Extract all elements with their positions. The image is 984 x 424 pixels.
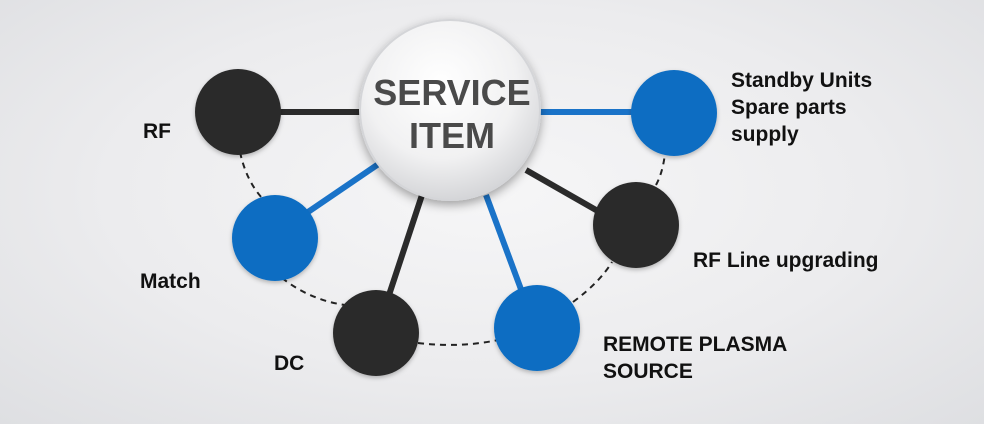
label-rf: RF: [143, 120, 171, 143]
dashed-connector-rf-match: [239, 151, 263, 199]
label-dc: DC: [274, 352, 305, 375]
center-title-line1: SERVICE: [373, 72, 530, 113]
dashed-connector-dc-remote: [417, 339, 499, 346]
label-standby: Standby Units Spare parts supply: [731, 69, 873, 146]
node-match: [232, 195, 318, 281]
spoke-rf-line: [524, 167, 605, 217]
center-title-line2: ITEM: [409, 115, 495, 156]
spoke-remote-plasma: [483, 193, 525, 294]
label-match: Match: [140, 270, 201, 293]
dashed-connector-remote-rfline: [572, 261, 613, 303]
label-rf-line: RF Line upgrading: [693, 249, 879, 272]
node-rf-line: [593, 182, 679, 268]
node-rf: [195, 69, 281, 155]
spoke-match: [306, 160, 382, 215]
node-dc: [333, 290, 419, 376]
spoke-dc: [385, 194, 425, 299]
center-node: [359, 19, 541, 201]
node-standby: [631, 70, 717, 156]
node-remote-plasma: [494, 285, 580, 371]
label-remote-plasma: REMOTE PLASMA SOURCE: [603, 333, 788, 383]
dashed-connector-rfline-standby: [655, 152, 666, 186]
dashed-connector-match-dc: [281, 277, 346, 306]
